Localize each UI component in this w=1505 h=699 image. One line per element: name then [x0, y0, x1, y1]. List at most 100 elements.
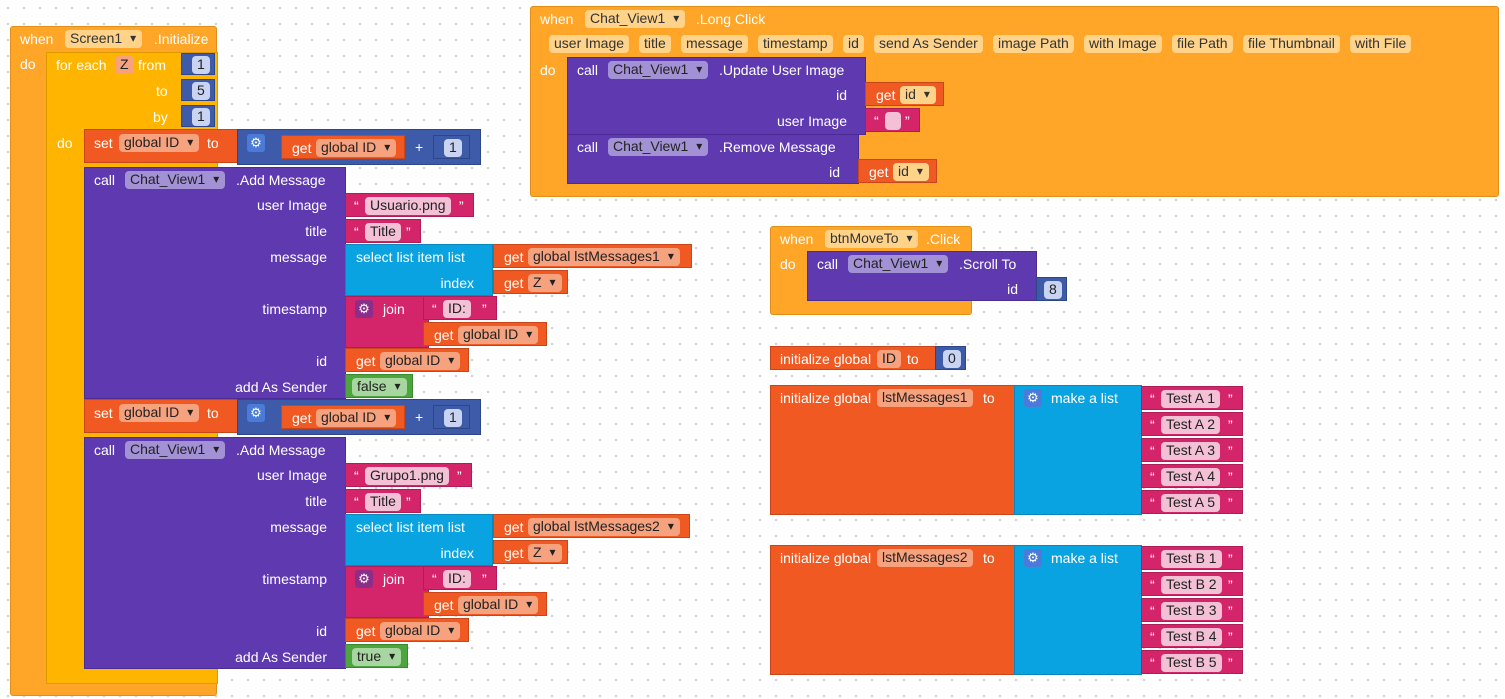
id-var-dropdown[interactable]: global ID	[380, 622, 461, 640]
get-global-id-block[interactable]: get global ID	[345, 348, 469, 372]
event-param-user-image[interactable]: user Image	[549, 35, 630, 53]
get-lstmessages2-block[interactable]: get global lstMessages2	[493, 514, 690, 538]
component-dropdown[interactable]: Chat_View1	[848, 255, 949, 273]
select-list-item-block[interactable]: select list item list index	[345, 244, 493, 296]
make-a-list-block-2[interactable]: ⚙ make a list	[1014, 545, 1142, 675]
sender-value-dropdown[interactable]: true	[352, 648, 402, 666]
get-lstmessages1-block[interactable]: get global lstMessages1	[493, 244, 692, 268]
init-id-number-block[interactable]: 0	[935, 346, 966, 370]
list-item-value[interactable]: Test A 4	[1161, 468, 1221, 486]
id-prefix-value[interactable]: ID:	[443, 570, 471, 588]
event-param-with-image[interactable]: with Image	[1084, 35, 1162, 53]
event-param-message[interactable]: message	[681, 35, 748, 53]
component-dropdown[interactable]: Chat_View1	[125, 441, 226, 459]
false-block[interactable]: false	[345, 374, 413, 398]
title-text-block[interactable]: “ Title ”	[345, 219, 421, 243]
list-var-dropdown[interactable]: global lstMessages2	[528, 518, 680, 536]
list-item-text-block[interactable]: “Test A 1”	[1141, 386, 1243, 410]
get-id-block[interactable]: get id	[858, 159, 937, 183]
join-block[interactable]: ⚙ join	[345, 566, 429, 618]
get-var-dropdown[interactable]: global ID	[316, 139, 397, 157]
component-dropdown[interactable]: Chat_View1	[608, 61, 709, 79]
event-param-with-file[interactable]: with File	[1350, 35, 1412, 53]
list-var-dropdown[interactable]: global lstMessages1	[528, 248, 680, 266]
gear-icon[interactable]: ⚙	[247, 404, 265, 422]
number-value[interactable]: 1	[444, 139, 462, 157]
set-global-id-block-1[interactable]: set global ID to	[84, 129, 240, 163]
get-z-block[interactable]: get Z	[493, 270, 568, 294]
index-var-dropdown[interactable]: Z	[528, 544, 562, 562]
timestamp-var-dropdown[interactable]: global ID	[458, 326, 539, 344]
get-id-block[interactable]: get id	[865, 82, 944, 106]
sender-value-dropdown[interactable]: false	[352, 378, 407, 396]
list-item-text-block[interactable]: “Test B 3”	[1141, 598, 1243, 622]
id-prefix-value[interactable]: ID:	[443, 300, 471, 318]
get-var-dropdown[interactable]: global ID	[316, 409, 397, 427]
gear-icon[interactable]: ⚙	[247, 134, 265, 152]
get-global-id-block[interactable]: get global ID	[281, 135, 405, 159]
update-user-image-call-block[interactable]: call Chat_View1 .Update User Image id us…	[567, 57, 866, 135]
loop-variable-z[interactable]: Z	[115, 56, 134, 74]
empty-text-value[interactable]	[885, 112, 901, 130]
title-text-block[interactable]: “ Title ”	[345, 489, 421, 513]
title-value[interactable]: Title	[365, 223, 401, 241]
event-param-send-as-sender[interactable]: send As Sender	[874, 35, 983, 53]
add-message-call-block-2[interactable]: call Chat_View1 .Add Message user Image …	[84, 437, 346, 669]
component-dropdown[interactable]: Chat_View1	[125, 171, 226, 189]
scroll-id-value[interactable]: 8	[1044, 281, 1062, 299]
init-global-id-block[interactable]: initialize global ID to	[770, 346, 936, 370]
set-global-id-block-2[interactable]: set global ID to	[84, 399, 240, 433]
event-param-id[interactable]: id	[843, 35, 864, 53]
event-param-file-thumbnail[interactable]: file Thumbnail	[1243, 35, 1340, 53]
id-var-dropdown[interactable]: id	[900, 86, 936, 104]
component-dropdown[interactable]: Chat_View1	[585, 10, 686, 28]
global-var-name[interactable]: lstMessages1	[877, 389, 973, 407]
from-number-block[interactable]: 1	[181, 53, 215, 75]
list-item-text-block[interactable]: “Test A 4”	[1141, 464, 1243, 488]
number-one-block[interactable]: 1	[433, 135, 470, 159]
component-dropdown[interactable]: btnMoveTo	[825, 230, 919, 248]
remove-message-call-block[interactable]: call Chat_View1 .Remove Message id	[567, 134, 859, 184]
list-item-value[interactable]: Test B 5	[1161, 654, 1222, 672]
make-a-list-block-1[interactable]: ⚙ make a list	[1014, 385, 1142, 515]
list-item-value[interactable]: Test A 5	[1161, 494, 1221, 512]
event-param-file-path[interactable]: file Path	[1172, 35, 1233, 53]
list-item-text-block[interactable]: “Test B 1”	[1141, 546, 1243, 570]
user-image-text-block[interactable]: “ Grupo1.png ”	[345, 463, 472, 487]
list-item-text-block[interactable]: “Test A 2”	[1141, 412, 1243, 436]
global-var-name[interactable]: ID	[877, 350, 901, 368]
true-block[interactable]: true	[345, 644, 408, 668]
number-value[interactable]: 1	[444, 409, 462, 427]
user-image-value[interactable]: Grupo1.png	[365, 467, 449, 485]
list-item-text-block[interactable]: “Test A 3”	[1141, 438, 1243, 462]
list-item-value[interactable]: Test B 1	[1161, 550, 1222, 568]
list-item-text-block[interactable]: “Test A 5”	[1141, 490, 1243, 514]
empty-text-block[interactable]: “ ”	[865, 108, 920, 132]
id-prefix-text-block[interactable]: “ ID: ”	[423, 296, 497, 320]
screen1-dropdown[interactable]: Screen1	[65, 30, 143, 48]
global-var-name[interactable]: lstMessages2	[877, 549, 973, 567]
to-value[interactable]: 5	[192, 82, 210, 100]
id-var-dropdown[interactable]: id	[893, 163, 929, 181]
set-var-dropdown[interactable]: global ID	[119, 134, 200, 152]
number-one-block[interactable]: 1	[433, 405, 470, 429]
gear-icon[interactable]: ⚙	[355, 300, 373, 318]
by-value[interactable]: 1	[192, 108, 210, 126]
set-var-dropdown[interactable]: global ID	[119, 404, 200, 422]
user-image-text-block[interactable]: “ Usuario.png ”	[345, 193, 474, 217]
get-global-id-block[interactable]: get global ID	[423, 592, 547, 616]
scroll-id-number-block[interactable]: 8	[1036, 277, 1067, 301]
by-number-block[interactable]: 1	[181, 105, 215, 127]
list-item-value[interactable]: Test A 2	[1161, 416, 1221, 434]
event-param-title[interactable]: title	[639, 35, 671, 53]
gear-icon[interactable]: ⚙	[1024, 389, 1042, 407]
id-prefix-text-block[interactable]: “ ID: ”	[423, 566, 497, 590]
scroll-to-call-block[interactable]: call Chat_View1 .Scroll To id	[807, 251, 1037, 301]
get-global-id-block[interactable]: get global ID	[345, 618, 469, 642]
list-item-value[interactable]: Test A 1	[1161, 390, 1221, 408]
list-item-text-block[interactable]: “Test B 5”	[1141, 650, 1243, 674]
init-lstmessages2-block[interactable]: initialize global lstMessages2 to	[770, 545, 1015, 675]
init-id-value[interactable]: 0	[943, 350, 961, 368]
get-global-id-block[interactable]: get global ID	[423, 322, 547, 346]
get-z-block[interactable]: get Z	[493, 540, 568, 564]
